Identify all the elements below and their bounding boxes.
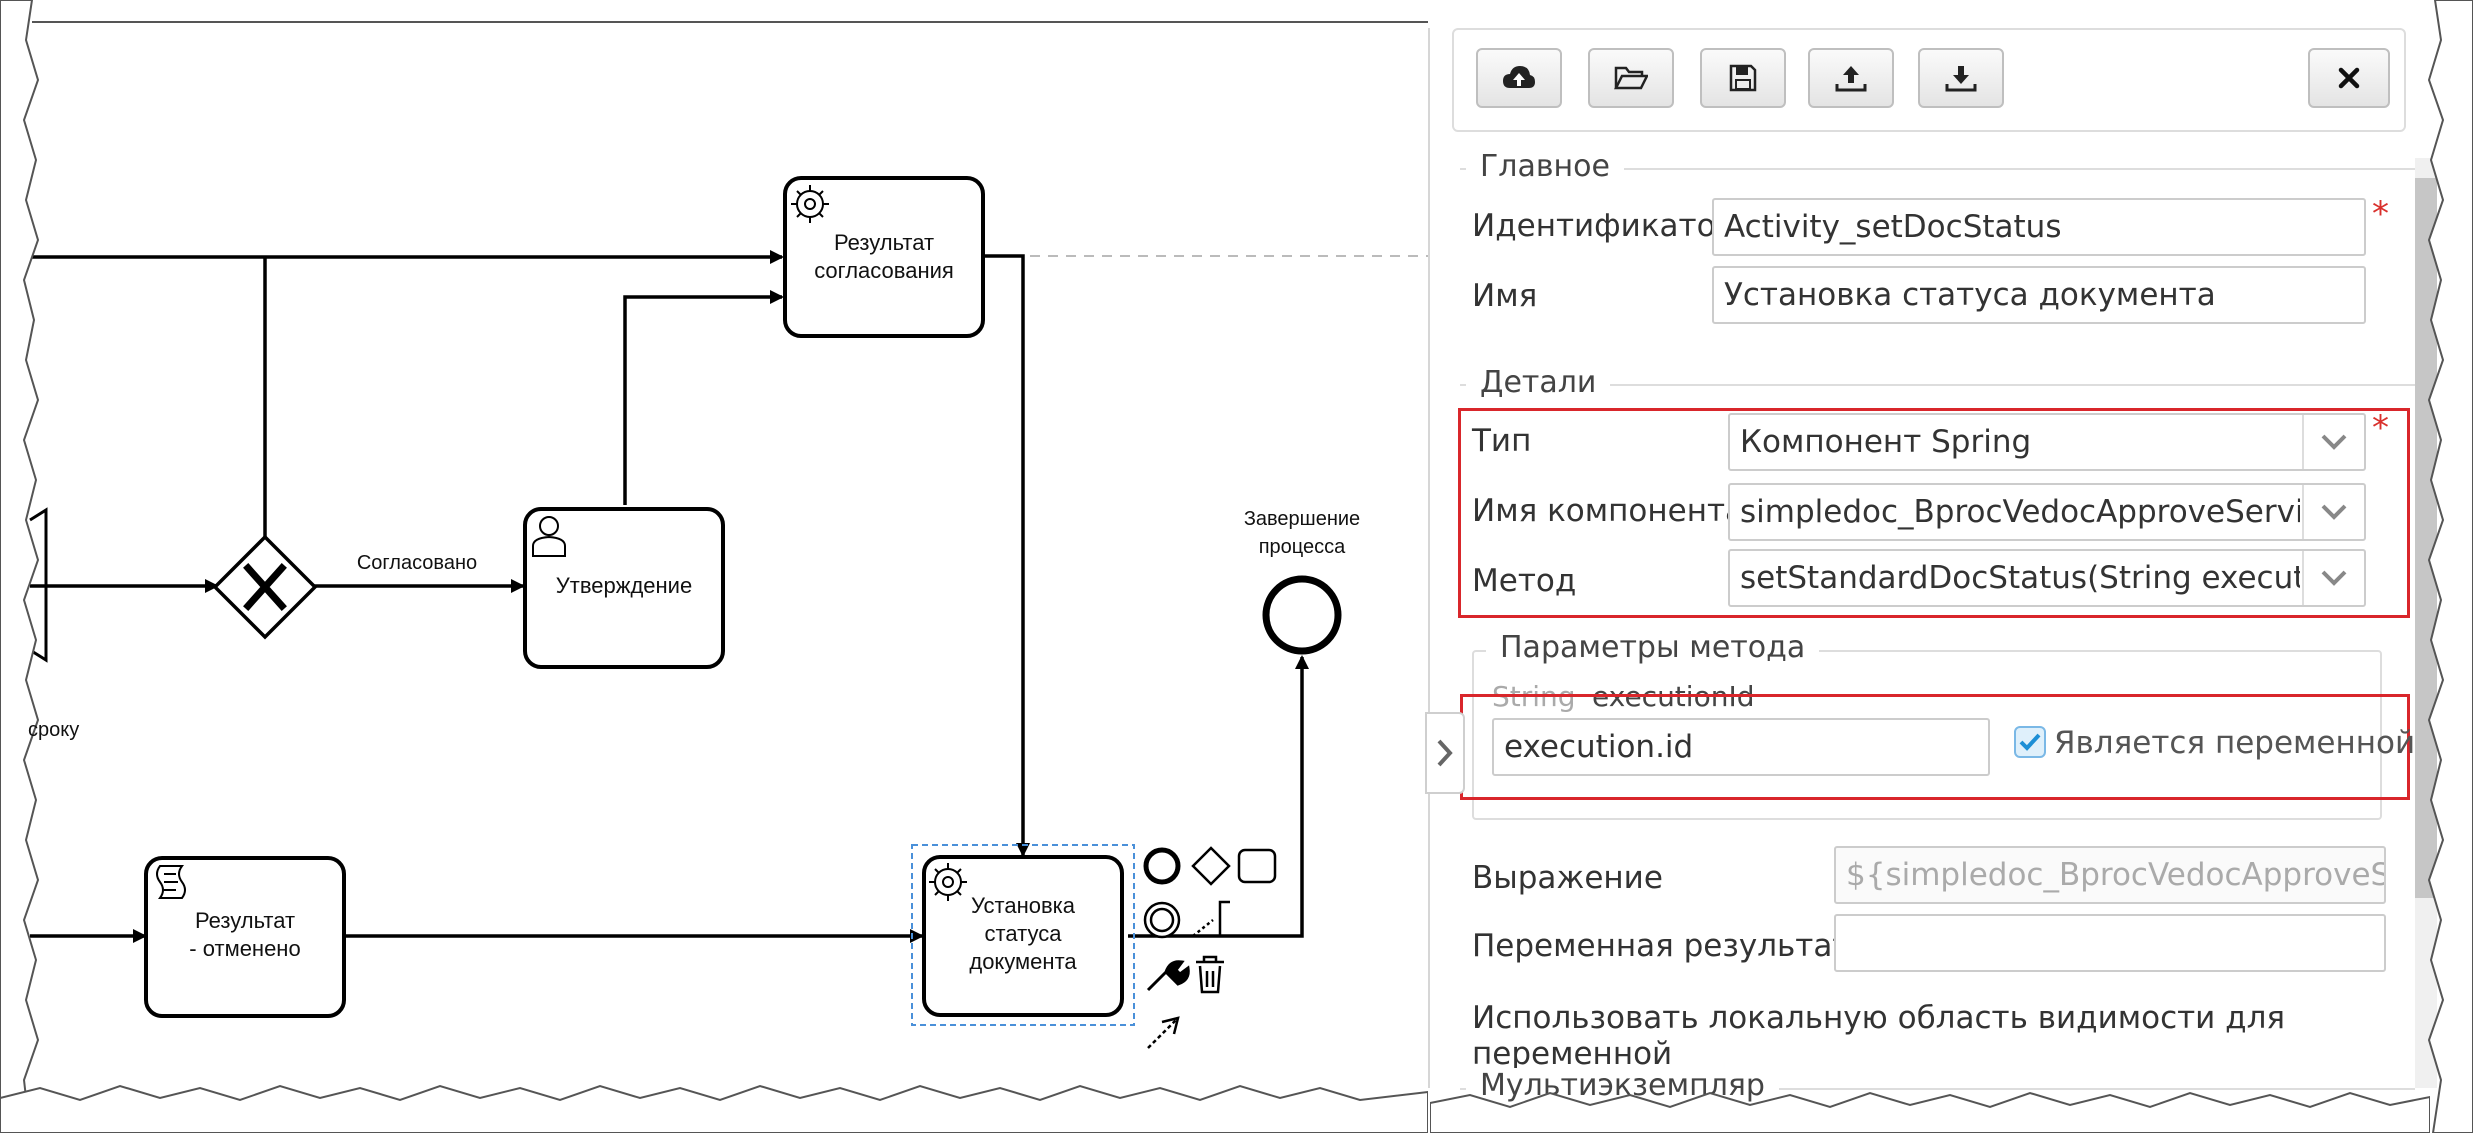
component-label: Имя компонента bbox=[1472, 493, 1745, 529]
partial-element-left bbox=[29, 507, 48, 663]
save-icon bbox=[1729, 64, 1757, 92]
result-variable-input[interactable] bbox=[1834, 914, 2386, 972]
partial-flow-label: сроку bbox=[28, 719, 80, 741]
is-variable-checkbox[interactable] bbox=[2014, 726, 2046, 758]
main-section-divider bbox=[1460, 168, 2415, 170]
flow-label-approved: Согласовано bbox=[356, 552, 478, 574]
append-intermediate-event-icon[interactable] bbox=[1143, 901, 1181, 939]
torn-edge-right bbox=[2427, 0, 2473, 1133]
task-label-cancelled-result: Результат - отменено bbox=[189, 908, 301, 961]
connect-arrow-icon[interactable] bbox=[1147, 1016, 1180, 1049]
highlight-box-details bbox=[1458, 408, 2410, 618]
method-params-fieldset bbox=[1472, 650, 2382, 820]
service-task-gear-icon bbox=[791, 185, 829, 223]
chevron-down-icon bbox=[2321, 434, 2347, 450]
properties-panel: Главное Идентификатор Activity_setDocSta… bbox=[1428, 28, 2437, 1133]
close-icon bbox=[2338, 67, 2360, 89]
chevron-right-icon bbox=[1437, 739, 1453, 767]
id-label: Идентификатор bbox=[1472, 208, 1736, 244]
method-select-arrow[interactable] bbox=[2302, 551, 2364, 605]
script-task-icon bbox=[156, 865, 186, 899]
open-folder-button[interactable] bbox=[1588, 48, 1674, 108]
id-input[interactable]: Activity_setDocStatus bbox=[1712, 198, 2366, 256]
panel-toolbar bbox=[1452, 28, 2406, 132]
save-button[interactable] bbox=[1700, 48, 1786, 108]
expression-label: Выражение bbox=[1472, 860, 1663, 896]
chevron-down-icon bbox=[2321, 570, 2347, 586]
type-select-value: Компонент Spring bbox=[1740, 424, 2032, 460]
expression-input[interactable]: ${simpledoc_BprocVedocApproveService.set… bbox=[1834, 846, 2386, 904]
end-event[interactable] bbox=[1262, 575, 1342, 655]
panel-torn-edge-bottom bbox=[1430, 1091, 2430, 1133]
method-params-legend: Параметры метода bbox=[1486, 630, 1820, 665]
method-label: Метод bbox=[1472, 563, 1577, 599]
task-cancelled-result[interactable] bbox=[144, 856, 346, 1018]
chevron-down-icon bbox=[2321, 504, 2347, 520]
result-variable-label: Переменная результата bbox=[1472, 928, 1870, 964]
torn-edge-bottom bbox=[0, 1084, 1428, 1133]
append-end-event-icon[interactable] bbox=[1143, 847, 1181, 885]
multi-section-divider bbox=[1460, 1088, 2415, 1090]
context-pad[interactable] bbox=[1143, 846, 1277, 1049]
task-approval[interactable] bbox=[523, 507, 725, 669]
diagram-canvas[interactable]: Результат согласования Утверждение Резул… bbox=[0, 0, 1428, 1133]
component-select-arrow[interactable] bbox=[2302, 485, 2364, 539]
type-required-marker: * bbox=[2372, 408, 2389, 448]
component-select[interactable]: simpledoc_BprocVedocApproveService bbox=[1728, 483, 2366, 541]
type-select[interactable]: Компонент Spring bbox=[1728, 413, 2366, 471]
method-select[interactable]: setStandardDocStatus(String executionId) bbox=[1728, 549, 2366, 607]
service-task-gear-icon bbox=[929, 863, 967, 901]
end-event-label: Завершение процесса bbox=[1243, 508, 1361, 558]
checkmark-icon bbox=[2019, 733, 2041, 751]
type-select-arrow[interactable] bbox=[2302, 415, 2364, 469]
sequence-flows bbox=[30, 250, 1309, 943]
import-icon bbox=[1945, 66, 1977, 92]
exclusive-gateway[interactable] bbox=[212, 534, 318, 640]
upload-cloud-button[interactable] bbox=[1476, 48, 1562, 108]
is-variable-label: Является переменной bbox=[2054, 725, 2416, 761]
task-label-set-status: Установка статуса документа bbox=[969, 893, 1077, 974]
export-icon bbox=[1835, 66, 1867, 92]
local-scope-label: Использовать локальную область видимости… bbox=[1472, 1000, 2286, 1072]
delete-trash-icon[interactable] bbox=[1196, 955, 1224, 994]
id-required-marker: * bbox=[2372, 194, 2389, 234]
append-text-annotation-icon[interactable] bbox=[1192, 900, 1230, 938]
import-button[interactable] bbox=[1918, 48, 2004, 108]
upload-cloud-icon bbox=[1503, 66, 1535, 88]
param-value-input[interactable]: execution.id bbox=[1492, 718, 1990, 776]
change-type-wrench-icon[interactable] bbox=[1146, 960, 1190, 992]
component-select-value: simpledoc_BprocVedocApproveService bbox=[1740, 494, 2300, 530]
user-task-person-icon bbox=[532, 516, 566, 557]
task-approval-result[interactable] bbox=[783, 176, 985, 338]
details-section-legend: Детали bbox=[1466, 365, 1611, 400]
name-input[interactable]: Установка статуса документа bbox=[1712, 266, 2366, 324]
main-section-legend: Главное bbox=[1466, 149, 1624, 184]
append-gateway-icon[interactable] bbox=[1191, 846, 1231, 886]
append-task-icon[interactable] bbox=[1237, 848, 1277, 884]
torn-edge-left bbox=[0, 0, 40, 1133]
task-label-approval-result: Результат согласования bbox=[814, 230, 954, 283]
type-label: Тип bbox=[1472, 423, 1532, 459]
task-set-status-selected[interactable] bbox=[911, 844, 1135, 1026]
panel-collapse-toggle[interactable] bbox=[1425, 712, 1465, 794]
folder-open-icon bbox=[1614, 66, 1648, 90]
close-button[interactable] bbox=[2308, 48, 2390, 108]
method-select-value: setStandardDocStatus(String executionId) bbox=[1740, 560, 2300, 596]
task-label-approval: Утверждение bbox=[555, 573, 693, 598]
export-button[interactable] bbox=[1808, 48, 1894, 108]
name-label: Имя bbox=[1472, 278, 1538, 314]
diagram-svg bbox=[0, 0, 1428, 1133]
details-section-divider bbox=[1460, 384, 2415, 386]
